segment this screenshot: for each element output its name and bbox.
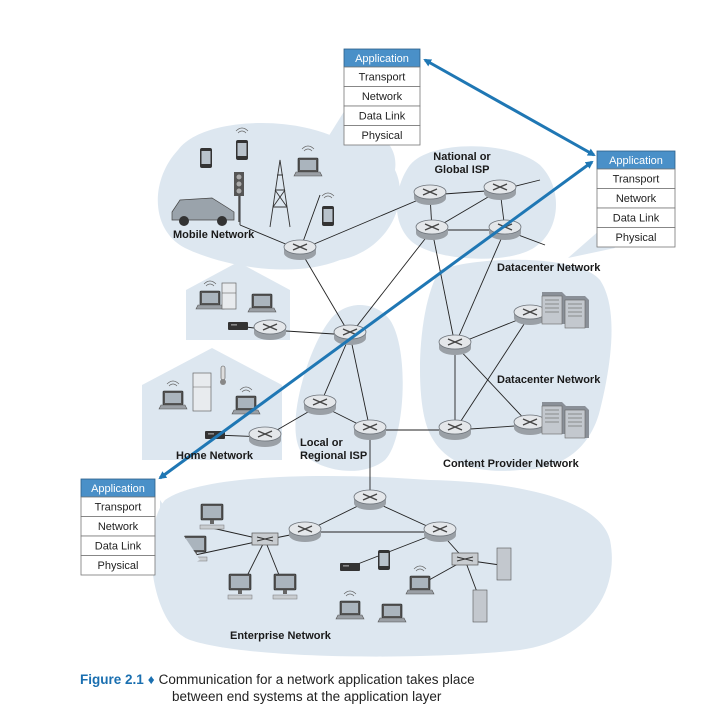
laptop-icon [335,600,365,620]
figure-caption: Figure 2.1♦Communication for a network a… [80,671,680,705]
stack-layer-network: Network [616,193,657,205]
phone-icon [322,206,334,226]
thermometer-icon [220,365,226,385]
refrigerator-icon [192,372,212,412]
router-enterprise-3 [423,521,457,543]
stack-layer-data-link: Data Link [613,213,660,225]
label-datacenter-network-2: Datacenter Network [497,374,601,386]
switch-icon [251,532,279,546]
router-local-1 [333,324,367,346]
label-local-isp-line1: Local or [300,437,344,449]
phone-icon [378,550,390,570]
router-isp-4 [488,219,522,241]
stack-layer-transport: Transport [613,174,660,186]
label-local-isp-line2: Regional ISP [300,450,367,462]
router-local-3 [353,419,387,441]
server-icon [541,401,567,435]
stack-layer-physical: Physical [616,232,657,244]
stack-layer-data-link: Data Link [359,111,406,123]
label-mobile-network: Mobile Network [173,229,255,241]
laptop-icon [405,575,435,595]
laptop-icon [377,603,407,623]
switch-icon [451,552,479,566]
protocol-stack-datacenter: Application Transport Network Data Link … [596,150,676,248]
router-enterprise-2 [288,521,322,543]
stack-layer-network: Network [98,521,139,533]
router-home-2 [248,426,282,448]
router-isp-1 [413,184,447,206]
stack-layer-application: Application [91,483,145,495]
label-content-provider-network: Content Provider Network [443,458,580,470]
stack-layer-application: Application [355,53,409,65]
modem-icon [340,563,360,571]
stack-layer-physical: Physical [98,560,139,572]
desktop-icon [199,503,225,530]
protocol-stack-home: Application Transport Network Data Link … [80,478,156,576]
desktop-icon [227,573,253,600]
modem-icon [228,322,248,330]
server-icon [564,295,590,329]
tower-server-icon [472,589,488,623]
label-national-isp-line2: Global ISP [434,164,489,176]
phone-icon [236,140,248,160]
app-arrow-home-datacenter [158,160,594,480]
router-isp-2 [483,179,517,201]
phone-icon [200,148,212,168]
tower-server-icon [496,547,512,581]
server-icon [541,291,567,325]
label-national-isp-line1: National or [433,151,491,163]
stack-layer-network: Network [362,91,403,103]
router-isp-3 [415,219,449,241]
stack-callout-home [160,500,200,580]
stack-layer-application: Application [609,155,663,167]
router-home-1 [253,319,287,341]
label-enterprise-network: Enterprise Network [230,630,332,642]
app-arrow-mobile-datacenter [423,58,596,157]
stack-layer-transport: Transport [95,502,142,514]
laptop-icon [158,390,188,410]
server-icon [564,405,590,439]
router-content-2 [438,419,472,441]
router-content-1 [438,334,472,356]
figure-separator: ♦ [147,672,155,687]
figure-number: Figure 2.1 [80,672,144,687]
stack-layer-transport: Transport [359,72,406,84]
laptop-icon [195,290,225,310]
protocol-stack-mobile: Application Transport Network Data Link … [343,48,421,146]
stack-layer-data-link: Data Link [95,541,142,553]
router-enterprise-1 [353,489,387,511]
stack-layer-physical: Physical [362,130,403,142]
router-dc-1 [513,304,547,326]
router-mobile [283,239,317,261]
laptop-icon [293,157,323,177]
laptop-icon [247,293,277,313]
label-datacenter-network-1: Datacenter Network [497,262,601,274]
refrigerator-icon [221,282,237,310]
desktop-icon [272,573,298,600]
router-local-2 [303,394,337,416]
caption-line-1: Communication for a network application … [158,672,475,687]
label-home-network: Home Network [176,450,254,462]
laptop-icon [231,395,261,415]
router-dc-2 [513,414,547,436]
caption-line-2: between end systems at the application l… [172,689,442,704]
